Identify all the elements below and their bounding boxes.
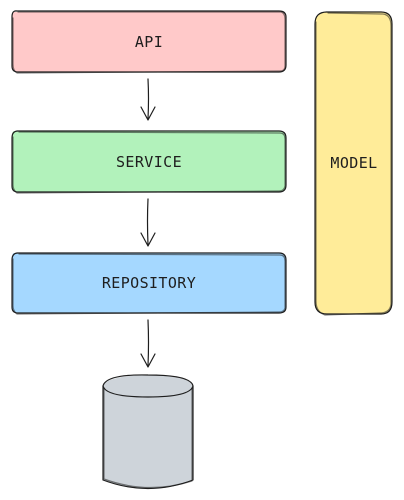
- api-label: API: [135, 33, 163, 51]
- api-node: API: [11, 10, 287, 74]
- api-box-outline-2: [12, 11, 286, 74]
- repository-box-outline: [11, 252, 287, 314]
- database-body: [103, 387, 193, 489]
- repository-box-outline-2: [12, 253, 286, 315]
- arrow-api-to-service: [140, 78, 156, 121]
- arrow-service-to-repository: [140, 198, 156, 247]
- service-node: SERVICE: [11, 130, 287, 194]
- model-node: MODEL: [314, 11, 393, 316]
- service-box: [12, 131, 286, 192]
- database-outline-2: [103, 387, 193, 489]
- api-box-outline: [11, 10, 287, 73]
- database-top: [103, 375, 193, 397]
- model-label: MODEL: [330, 154, 377, 172]
- arrow-repository-to-database: [140, 319, 156, 368]
- model-box: [315, 12, 392, 314]
- api-box: [12, 11, 286, 72]
- repository-label: REPOSITORY: [102, 274, 196, 292]
- repository-box: [12, 253, 286, 313]
- database-top-outline: [102, 374, 194, 398]
- service-label: SERVICE: [116, 153, 182, 171]
- model-box-outline: [314, 11, 393, 315]
- service-box-outline: [11, 130, 287, 193]
- service-box-outline-2: [12, 131, 286, 194]
- repository-node: REPOSITORY: [11, 252, 287, 315]
- database-node: [102, 374, 194, 490]
- model-box-outline-2: [315, 12, 392, 316]
